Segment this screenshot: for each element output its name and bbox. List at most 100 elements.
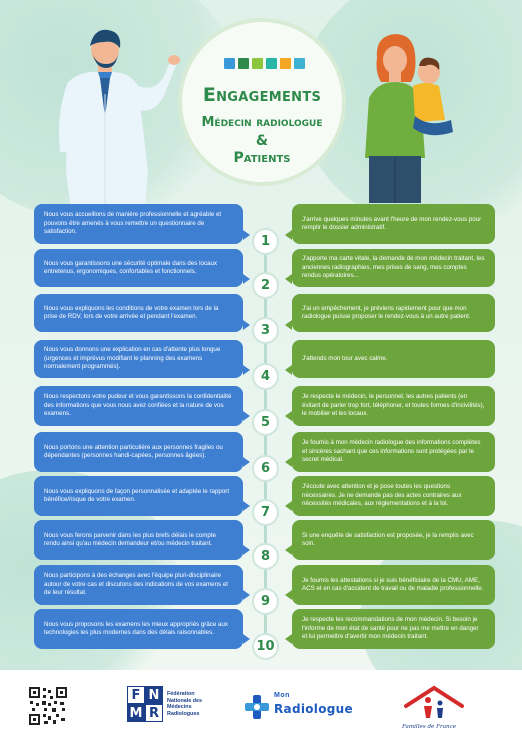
- doctor-commitment-text: Nous vous proposons les examens les mieu…: [44, 620, 229, 636]
- bubble-tail: [285, 545, 292, 555]
- bubble-tail: [285, 320, 292, 330]
- fnmr-letter: N: [145, 686, 163, 704]
- swatch: [266, 58, 277, 69]
- doctor-commitment-text: Nous portons une attention particulière …: [44, 443, 223, 459]
- bubble-tail: [285, 590, 292, 600]
- bubble-tail: [243, 365, 250, 375]
- medical-cross-icon: [245, 695, 269, 719]
- bubble-tail: [243, 274, 250, 284]
- doctor-commitment: Nous vous proposons les examens les mieu…: [34, 609, 243, 649]
- bubble-tail: [285, 501, 292, 511]
- doctor-commitment: Nous portons une attention particulière …: [34, 432, 243, 472]
- bubble-tail: [285, 274, 292, 284]
- bubble-tail: [285, 365, 292, 375]
- doctor-commitment: Nous vous expliquons les conditions de v…: [34, 294, 243, 332]
- fnmr-letters: F N M R: [127, 686, 163, 722]
- doctor-commitment: Nous participons à des échanges avec l'é…: [34, 565, 243, 605]
- fnmr-line: Nationale des: [167, 697, 203, 704]
- step-number: 6: [252, 455, 279, 482]
- bubble-tail: [243, 545, 250, 555]
- doctor-commitment: Nous vous accueillons de manière profess…: [34, 204, 243, 244]
- fnmr-letter: M: [127, 704, 145, 722]
- swatch: [224, 58, 235, 69]
- fnmr-line: Médecins: [167, 704, 192, 711]
- fnmr-name: Fédération Nationale des Médecins Radiol…: [167, 691, 202, 717]
- step-number: 3: [252, 317, 279, 344]
- fnmr-line: Fédération: [167, 691, 195, 697]
- patient-commitment-text: J'ai un empêchement, je préviens rapidem…: [302, 304, 471, 320]
- title-ampersand: &: [255, 133, 269, 149]
- header-badge: [178, 18, 346, 186]
- swatch: [252, 58, 263, 69]
- patient-commitment: Je fournis à mon médecin radiologue des …: [292, 432, 495, 472]
- patient-commitment-text: J'attends mon tour avec calme.: [302, 354, 388, 362]
- patient-commitment: Je respecte les recommandations de mon m…: [292, 609, 495, 649]
- patient-commitment-text: Je fournis à mon médecin radiologue des …: [302, 439, 481, 464]
- doctor-commitment: Nous respectons votre pudeur et vous gar…: [34, 386, 243, 426]
- doctor-commitment-text: Nous vous expliquons les conditions de v…: [44, 304, 219, 320]
- familles-de-france-text: Familles de France: [402, 724, 457, 730]
- color-swatches: [224, 58, 305, 69]
- patient-commitment: Je fournis les attestations si je suis b…: [292, 565, 495, 605]
- bubble-tail: [285, 230, 292, 240]
- doctor-commitment-text: Nous participons à des échanges avec l'é…: [44, 572, 229, 597]
- step-number: 4: [252, 363, 279, 390]
- mon-radiologue-bottom: Radiologue: [274, 702, 353, 716]
- fnmr-logo[interactable]: F N M R Fédération Nationale des Médecin…: [127, 686, 227, 722]
- page-subtitle-patients: Patients: [233, 150, 291, 166]
- patient-commitment: J'apporte ma carte vitale, la demande de…: [292, 249, 495, 287]
- doctor-commitment: Nous vous ferons parvenir dans les plus …: [34, 520, 243, 560]
- bubble-tail: [243, 411, 250, 421]
- bubble-tail: [243, 320, 250, 330]
- patient-commitment: J'ai un empêchement, je préviens rapidem…: [292, 294, 495, 332]
- doctor-commitment-text: Nous vous accueillons de manière profess…: [44, 211, 222, 236]
- patient-illustration: [365, 34, 453, 203]
- doctor-commitment-text: Nous vous garantissons une sécurité opti…: [44, 259, 218, 275]
- step-number: 5: [252, 409, 279, 436]
- bubble-tail: [243, 634, 250, 644]
- step-number: 1: [252, 228, 279, 255]
- patient-commitment: Si une enquête de satisfaction est propo…: [292, 520, 495, 560]
- doctor-commitment: Nous vous expliquons de façon personnali…: [34, 476, 243, 516]
- timeline-line: [264, 230, 267, 655]
- patient-commitment: J'écoute avec attention et je pose toute…: [292, 476, 495, 516]
- patient-commitment: J'arrive quelques minutes avant l'heure …: [292, 204, 495, 244]
- step-number: 7: [252, 499, 279, 526]
- bubble-tail: [285, 457, 292, 467]
- mon-radiologue-top: Mon: [274, 692, 290, 699]
- swatch: [280, 58, 291, 69]
- doctor-illustration: [59, 29, 180, 217]
- step-number: 10: [252, 633, 279, 660]
- doctor-commitment-text: Nous vous expliquons de façon personnali…: [44, 487, 230, 503]
- fnmr-letter: F: [127, 686, 145, 704]
- step-number: 9: [252, 588, 279, 615]
- doctor-commitment-text: Nous vous ferons parvenir dans les plus …: [44, 531, 216, 547]
- doctor-commitment-text: Nous respectons votre pudeur et vous gar…: [44, 393, 232, 418]
- step-number: 2: [252, 272, 279, 299]
- patient-commitment-text: Je fournis les attestations si je suis b…: [302, 576, 484, 592]
- doctor-commitment: Nous vous donnons une explication en cas…: [34, 340, 243, 378]
- patient-commitment: Je respecte le médecin, le personnel, le…: [292, 386, 495, 426]
- bubble-tail: [243, 457, 250, 467]
- patient-commitment-text: Je respecte les recommandations de mon m…: [302, 616, 479, 641]
- doctor-commitment-text: Nous vous donnons une explication en cas…: [44, 346, 221, 371]
- fnmr-letter: R: [145, 704, 163, 722]
- qr-code-icon[interactable]: [28, 686, 68, 726]
- mon-radiologue-logo[interactable]: Mon Radiologue: [244, 690, 364, 724]
- familles-de-france-logo[interactable]: [400, 684, 472, 730]
- step-number: 8: [252, 543, 279, 570]
- swatch: [238, 58, 249, 69]
- page-title: Engagements: [202, 84, 322, 106]
- patient-commitment: J'attends mon tour avec calme.: [292, 340, 495, 378]
- fnmr-line: Radiologues: [167, 710, 200, 717]
- bubble-tail: [243, 590, 250, 600]
- bubble-tail: [285, 411, 292, 421]
- doctor-commitment: Nous vous garantissons une sécurité opti…: [34, 249, 243, 287]
- bubble-tail: [285, 634, 292, 644]
- page-subtitle: Médecin radiologue: [201, 115, 323, 130]
- bubble-tail: [243, 230, 250, 240]
- bubble-tail: [243, 501, 250, 511]
- patient-commitment-text: J'arrive quelques minutes avant l'heure …: [302, 215, 482, 231]
- swatch: [294, 58, 305, 69]
